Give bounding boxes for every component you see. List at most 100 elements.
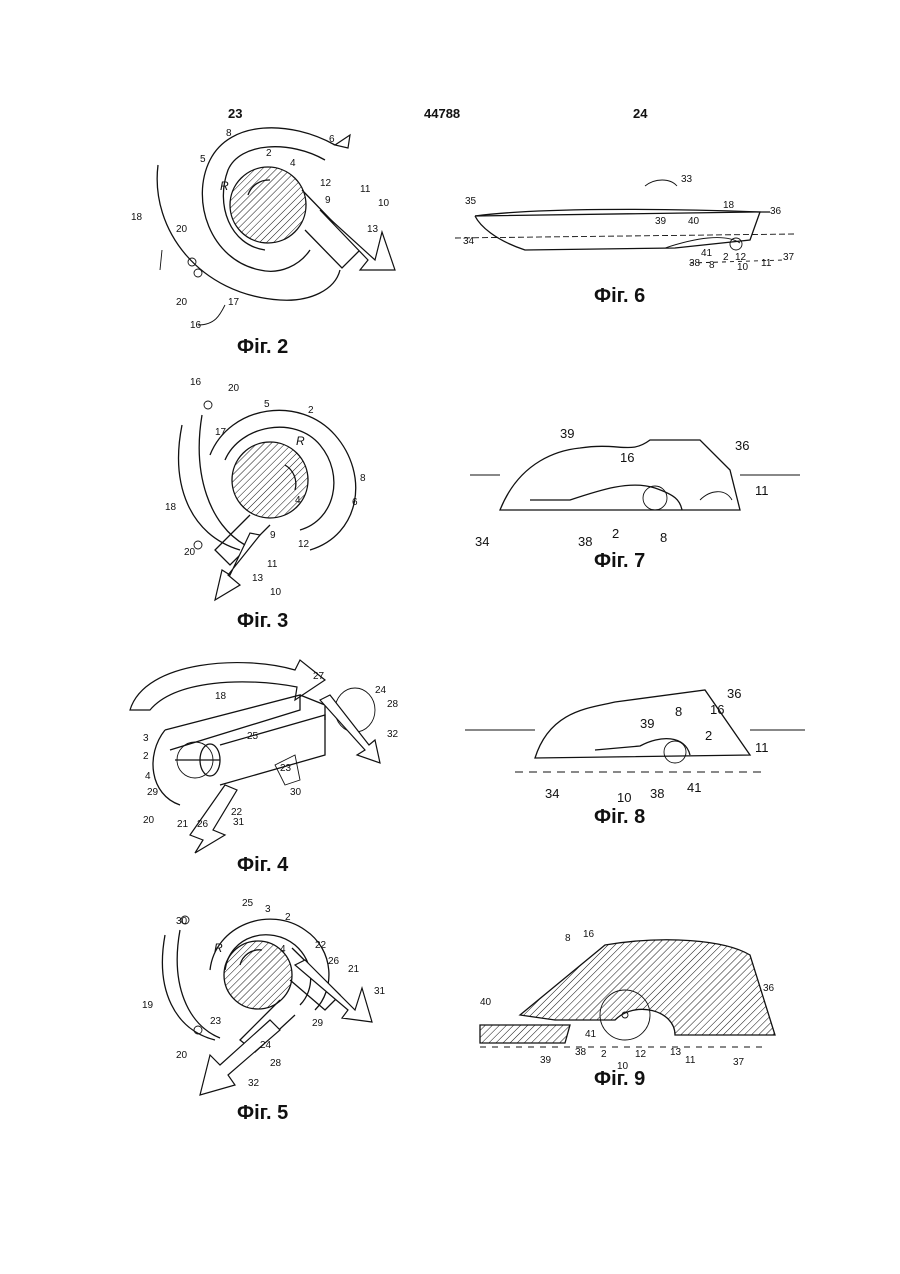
fig6-label-33: 33 xyxy=(681,174,693,185)
fig4-label-25: 25 xyxy=(247,731,259,742)
figure-3-caption: Фіг. 3 xyxy=(237,610,288,633)
document-number: 44788 xyxy=(424,106,460,121)
figure-9-drawing: 8 16 36 40 41 38 39 2 12 10 13 11 37 xyxy=(465,925,795,1070)
fig3-label-13: 13 xyxy=(252,573,264,584)
fig9-label-8: 8 xyxy=(565,933,571,944)
fig9-label-40: 40 xyxy=(480,997,492,1008)
figure-2-caption: Фіг. 2 xyxy=(237,336,288,359)
fig3-label-11: 11 xyxy=(267,559,278,570)
fig9-label-11: 11 xyxy=(685,1055,696,1066)
fig8-label-34: 34 xyxy=(545,786,559,801)
fig7-label-34: 34 xyxy=(475,534,489,549)
fig4-label-24: 24 xyxy=(375,685,387,696)
fig7-label-8: 8 xyxy=(660,530,667,545)
fig5-label-4: 4 xyxy=(280,944,286,955)
fig9-label-13: 13 xyxy=(670,1047,682,1058)
fig2-label-11: 11 xyxy=(360,184,371,195)
fig3-label-9: 9 xyxy=(270,530,276,541)
fig5-label-23: 23 xyxy=(210,1016,222,1027)
fig7-label-2: 2 xyxy=(612,526,619,541)
fig9-label-37: 37 xyxy=(733,1057,745,1068)
fig5-label-2: 2 xyxy=(285,912,291,923)
fig7-label-36: 36 xyxy=(735,438,749,453)
fig9-label-39: 39 xyxy=(540,1055,552,1066)
fig4-label-2: 2 xyxy=(143,751,149,762)
fig5-label-20: 20 xyxy=(176,1050,188,1061)
fig2-label-5: 5 xyxy=(200,154,206,165)
figure-9-caption: Фіг. 9 xyxy=(594,1068,645,1091)
figure-7-caption: Фіг. 7 xyxy=(594,550,645,573)
figure-5-caption: Фіг. 5 xyxy=(237,1102,288,1125)
fig3-label-17: 17 xyxy=(215,427,227,438)
fig3-label-6: 6 xyxy=(352,497,358,508)
fig2-label-4: 4 xyxy=(290,158,296,169)
figure-8-caption: Фіг. 8 xyxy=(594,806,645,829)
figure-2-drawing: 8 2 4 6 5 R 12 9 11 10 13 18 20 20 17 16 xyxy=(120,120,410,340)
fig3-label-18: 18 xyxy=(165,502,177,513)
fig3-label-10: 10 xyxy=(270,587,282,598)
fig2-label-8: 8 xyxy=(226,128,232,139)
fig5-label-32: 32 xyxy=(248,1078,260,1089)
fig5-label-R: R xyxy=(214,941,223,955)
fig5-label-26: 26 xyxy=(328,956,340,967)
fig5-label-19: 19 xyxy=(142,1000,154,1011)
fig5-label-3: 3 xyxy=(265,904,271,915)
fig3-label-20a: 20 xyxy=(228,383,240,394)
fig3-label-20b: 20 xyxy=(184,547,196,558)
fig8-label-2: 2 xyxy=(705,728,712,743)
fig4-label-29: 29 xyxy=(147,787,159,798)
fig6-label-10: 10 xyxy=(737,262,749,273)
fig8-label-16: 16 xyxy=(710,702,724,717)
fig9-label-38: 38 xyxy=(575,1047,587,1058)
fig9-label-2: 2 xyxy=(601,1049,607,1060)
fig8-label-41: 41 xyxy=(687,780,701,795)
fig4-label-21: 21 xyxy=(177,819,189,830)
figure-6-drawing: 33 35 39 40 18 36 34 41 38 8 2 12 10 11 … xyxy=(455,168,795,278)
fig6-label-41: 41 xyxy=(701,248,713,259)
fig2-label-6: 6 xyxy=(329,134,335,145)
fig3-label-16: 16 xyxy=(190,377,202,388)
fig4-label-4: 4 xyxy=(145,771,151,782)
fig5-label-31: 31 xyxy=(374,986,386,997)
fig8-label-38: 38 xyxy=(650,786,664,801)
fig6-label-38: 38 xyxy=(689,258,701,269)
fig9-label-36: 36 xyxy=(763,983,775,994)
fig2-label-2: 2 xyxy=(266,148,272,159)
fig7-label-16: 16 xyxy=(620,450,634,465)
fig8-label-10: 10 xyxy=(617,790,631,805)
fig8-label-39: 39 xyxy=(640,716,654,731)
fig5-label-29: 29 xyxy=(312,1018,324,1029)
fig4-label-18: 18 xyxy=(215,691,227,702)
fig8-label-36: 36 xyxy=(727,686,741,701)
figure-8-drawing: 36 8 16 39 2 11 34 10 38 41 xyxy=(465,680,805,810)
fig9-label-16: 16 xyxy=(583,929,595,940)
fig4-label-3: 3 xyxy=(143,733,149,744)
fig9-label-12: 12 xyxy=(635,1049,647,1060)
fig2-label-12: 12 xyxy=(320,178,332,189)
page-number-left: 23 xyxy=(228,106,242,121)
figure-4-caption: Фіг. 4 xyxy=(237,854,288,877)
fig6-label-18: 18 xyxy=(723,200,735,211)
fig5-label-28: 28 xyxy=(270,1058,282,1069)
fig4-label-28: 28 xyxy=(387,699,399,710)
fig6-label-39: 39 xyxy=(655,216,667,227)
fig4-label-30: 30 xyxy=(290,787,302,798)
fig6-label-40: 40 xyxy=(688,216,700,227)
fig4-label-26: 26 xyxy=(197,819,209,830)
fig8-label-8: 8 xyxy=(675,704,682,719)
fig3-label-8: 8 xyxy=(360,473,366,484)
fig2-label-17: 17 xyxy=(228,297,240,308)
fig4-label-27: 27 xyxy=(313,671,325,682)
fig4-label-31: 31 xyxy=(233,817,245,828)
fig4-label-20: 20 xyxy=(143,815,155,826)
fig2-label-20b: 20 xyxy=(176,297,188,308)
fig2-label-18: 18 xyxy=(131,212,143,223)
figure-6-caption: Фіг. 6 xyxy=(594,285,645,308)
fig6-label-11: 11 xyxy=(761,258,772,269)
fig6-label-36: 36 xyxy=(770,206,782,217)
fig2-label-13: 13 xyxy=(367,224,379,235)
fig5-label-30: 30 xyxy=(176,916,188,927)
fig3-label-2: 2 xyxy=(308,405,314,416)
fig6-label-2: 2 xyxy=(723,252,729,263)
page-number-right: 24 xyxy=(633,106,647,121)
